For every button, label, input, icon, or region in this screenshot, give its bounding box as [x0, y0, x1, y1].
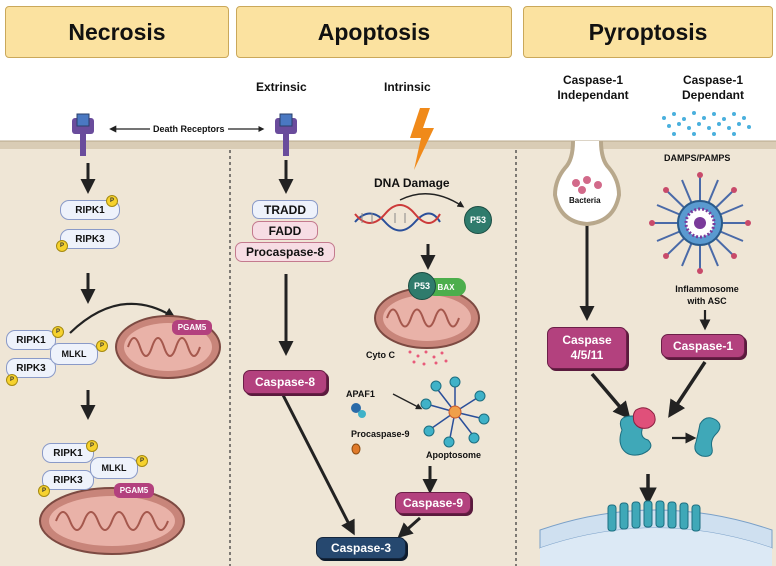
- ripk1-pill: RIPK1: [42, 443, 94, 463]
- fadd-pill: FADD: [252, 221, 318, 240]
- caspase1-dependant-label: Caspase-1 Dependant: [681, 73, 744, 102]
- bacteria-label: Bacteria: [569, 196, 601, 205]
- header-pyroptosis: Pyroptosis: [523, 6, 773, 58]
- phospho-icon: P: [86, 440, 98, 452]
- lightning-icon: [410, 108, 434, 170]
- caspase1-independant-label: Caspase-1 Independant: [557, 73, 629, 102]
- mitochondrion-icon: [374, 287, 480, 349]
- caspase-1-box: Caspase-1: [661, 334, 745, 358]
- dna-icon: [354, 204, 441, 232]
- apaf1-icon: [351, 403, 366, 418]
- membrane-pore-icon: [539, 500, 773, 566]
- procaspase-9-label: Procaspase-9: [351, 429, 410, 439]
- apaf1-label: APAF1: [346, 389, 375, 399]
- caspase-4-5-11-box: Caspase 4/5/11: [547, 327, 627, 369]
- phospho-icon: P: [136, 455, 148, 467]
- extrinsic-label: Extrinsic: [256, 80, 307, 94]
- gasdermin-icon: [619, 407, 721, 457]
- p53-icon: P53: [464, 206, 492, 234]
- header-apoptosis: Apoptosis: [236, 6, 512, 58]
- inflammasome-label: Inflammosome with ASC: [675, 284, 739, 306]
- pgam5-label: PGAM5: [172, 320, 212, 335]
- mlkl-pill: MLKL: [50, 343, 98, 365]
- phospho-icon: P: [52, 326, 64, 338]
- phospho-icon: P: [6, 374, 18, 386]
- cytochrome-c-dots: [408, 350, 448, 366]
- phospho-icon: P: [38, 485, 50, 497]
- p53-icon: P53: [408, 272, 436, 300]
- phospho-icon: P: [96, 340, 108, 352]
- ripk3-pill: RIPK3: [60, 229, 120, 249]
- ripk1-pill: RIPK1: [6, 330, 56, 350]
- mlkl-pill: MLKL: [90, 457, 138, 479]
- procaspase-9-icon: [351, 443, 361, 455]
- ripk3-pill: RIPK3: [42, 470, 94, 490]
- bax-icon: BAX: [426, 278, 466, 296]
- phospho-icon: P: [56, 240, 68, 252]
- ripk1-pill: RIPK1: [60, 200, 120, 220]
- apoptosome-label: Apoptosome: [426, 450, 481, 460]
- death-receptors-label: Death Receptors: [153, 124, 225, 134]
- death-receptor-icon: [275, 113, 297, 156]
- cyto-c-label: Cyto C: [366, 350, 395, 360]
- intrinsic-label: Intrinsic: [384, 80, 431, 94]
- ripk3-pill: RIPK3: [6, 358, 56, 378]
- damps-pamps-label: DAMPS/PAMPS: [664, 153, 731, 163]
- header-necrosis: Necrosis: [5, 6, 229, 58]
- cell-membrane: [0, 141, 776, 149]
- inflammasome-icon: [649, 172, 751, 274]
- procaspase8-pill: Procaspase-8: [235, 242, 335, 262]
- bacteria-icon: [552, 140, 622, 227]
- caspase-8-box: Caspase-8: [243, 370, 327, 394]
- phospho-icon: P: [106, 195, 118, 207]
- tradd-pill: TRADD: [252, 200, 318, 219]
- caspase-3-box: Caspase-3: [316, 537, 406, 559]
- damps-dots: [662, 111, 751, 136]
- apoptosome-icon: [420, 376, 490, 448]
- dna-damage-label: DNA Damage: [374, 176, 450, 190]
- pgam5-label: PGAM5: [114, 483, 154, 498]
- caspase-9-box: Caspase-9: [395, 492, 471, 514]
- mitochondrion-icon: [39, 487, 185, 555]
- death-receptor-icon: [72, 113, 94, 156]
